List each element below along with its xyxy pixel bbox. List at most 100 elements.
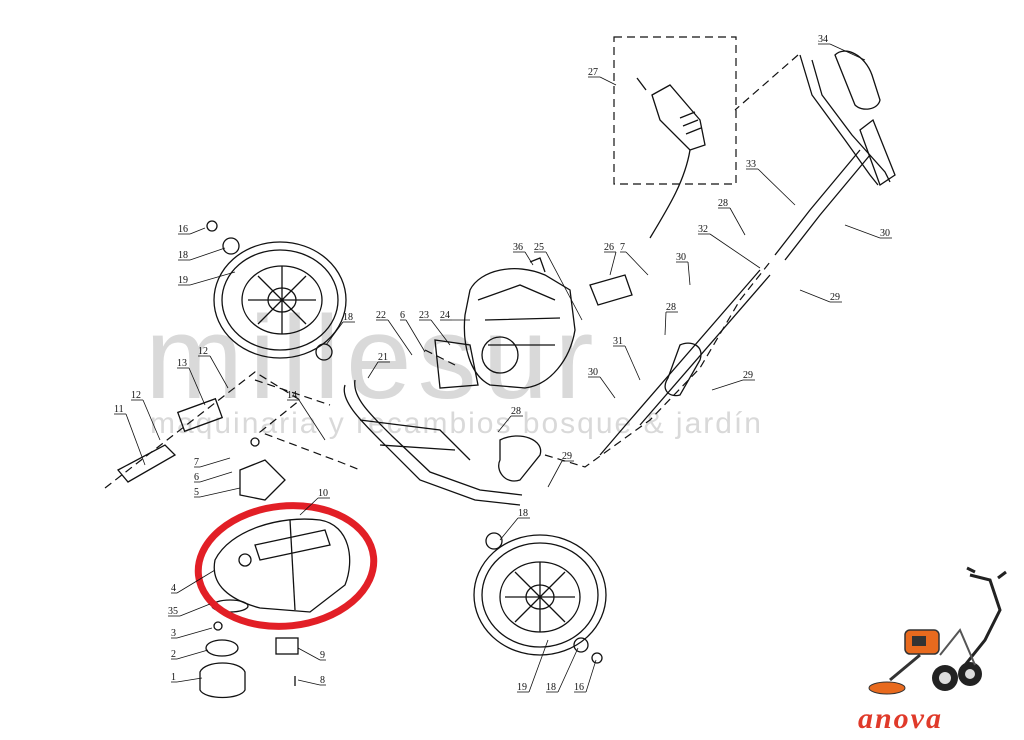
- callout-7: 7: [620, 242, 649, 276]
- callout-8: 8: [297, 675, 326, 686]
- callout-31: 31: [613, 336, 641, 381]
- callout-leader: [299, 497, 319, 516]
- callout-19: 19: [178, 271, 236, 286]
- callout-leader: [528, 639, 549, 693]
- callout-number: 14: [287, 390, 297, 401]
- trimmer-head: [199, 599, 299, 699]
- callout-leader: [687, 261, 691, 286]
- callout-26: 26: [604, 242, 617, 276]
- callout-number: 8: [320, 675, 325, 686]
- callout-18: 18: [325, 312, 355, 346]
- callout-number: 29: [830, 292, 840, 303]
- callout-18: 18: [546, 647, 579, 693]
- callout-number: 9: [320, 650, 325, 661]
- callout-5: 5: [194, 487, 241, 498]
- callout-leader: [199, 471, 233, 483]
- engine: [434, 257, 633, 389]
- callout-leader: [176, 677, 203, 683]
- callout-number: 3: [171, 628, 176, 639]
- callout-3: 3: [171, 627, 213, 639]
- callout-number: 36: [513, 242, 523, 253]
- callout-7: 7: [194, 457, 231, 468]
- callout-leader: [545, 251, 583, 321]
- callout-10: 10: [299, 488, 330, 516]
- callout-36: 36: [513, 242, 534, 266]
- callout-number: 18: [343, 312, 353, 323]
- callout-30: 30: [844, 224, 892, 239]
- callout-number: 13: [177, 358, 187, 369]
- callout-leader: [176, 569, 216, 594]
- callout-number: 10: [318, 488, 328, 499]
- callout-leader: [179, 603, 211, 617]
- callout-leader: [209, 355, 229, 389]
- callout-18: 18: [178, 247, 226, 261]
- callout-leader: [325, 321, 344, 346]
- callout-11: 11: [114, 404, 146, 466]
- callout-number: 7: [620, 242, 625, 253]
- callout-leader: [625, 251, 649, 276]
- logo-wordmark: anova: [858, 702, 943, 735]
- callout-leader: [142, 399, 161, 441]
- callout-28: 28: [497, 406, 523, 433]
- callout-leader: [557, 647, 579, 693]
- callout-leader: [524, 251, 534, 266]
- callout-leader: [497, 415, 512, 433]
- callout-number: 30: [588, 367, 598, 378]
- callout-16: 16: [574, 659, 597, 693]
- callout-number: 30: [676, 252, 686, 263]
- callout-29: 29: [711, 370, 755, 391]
- callout-23: 23: [419, 310, 451, 346]
- callout-leader: [189, 227, 206, 235]
- callout-leader: [585, 659, 597, 693]
- callout-22: 22: [376, 310, 413, 356]
- callout-30: 30: [676, 252, 691, 286]
- callout-leader: [499, 517, 519, 541]
- watermark-brand: millesur: [145, 292, 600, 424]
- callout-leader: [176, 627, 213, 639]
- callout-leader: [367, 361, 379, 379]
- callout-number: 34: [818, 34, 828, 45]
- callout-12: 12: [198, 346, 229, 389]
- blade-guard: [213, 518, 351, 613]
- watermark-tagline: maquinaria y recambios bosque & jardín: [150, 407, 763, 440]
- callout-leader: [189, 247, 226, 261]
- callout-number: 26: [604, 242, 614, 253]
- highlight-circle: [194, 502, 378, 630]
- callout-6: 6: [400, 310, 426, 353]
- callout-34: 34: [818, 34, 866, 61]
- callout-29: 29: [799, 289, 842, 303]
- callout-number: 28: [511, 406, 521, 417]
- logo-machine-illustration: [868, 566, 1007, 695]
- assembly-lines: [104, 54, 799, 489]
- callout-number: 22: [376, 310, 386, 321]
- callout-number: 18: [178, 250, 188, 261]
- callout-leader: [757, 168, 796, 206]
- callout-number: 28: [666, 302, 676, 313]
- callout-28: 28: [664, 302, 678, 336]
- callout-number: 29: [743, 370, 753, 381]
- throttle-grip: [636, 77, 706, 239]
- anova-logo: anova: [858, 566, 1007, 735]
- callout-leader: [297, 679, 321, 686]
- callout-number: 29: [562, 451, 572, 462]
- main-frame: [343, 379, 523, 506]
- callout-number: 11: [114, 404, 124, 415]
- throttle-inset-box: [613, 36, 737, 185]
- callout-number: 1: [171, 672, 176, 683]
- callout-leader: [176, 649, 209, 660]
- callout-number: 12: [198, 346, 208, 357]
- callout-number: 30: [880, 228, 890, 239]
- callout-number: 28: [718, 198, 728, 209]
- handlebar: [774, 50, 896, 261]
- callout-35: 35: [168, 603, 211, 617]
- callout-leader: [188, 367, 206, 406]
- callout-leader: [189, 271, 236, 286]
- callout-leader: [430, 319, 451, 346]
- callout-number: 4: [171, 583, 176, 594]
- callout-number: 24: [440, 310, 450, 321]
- callout-25: 25: [534, 242, 583, 321]
- callout-leader: [844, 224, 881, 239]
